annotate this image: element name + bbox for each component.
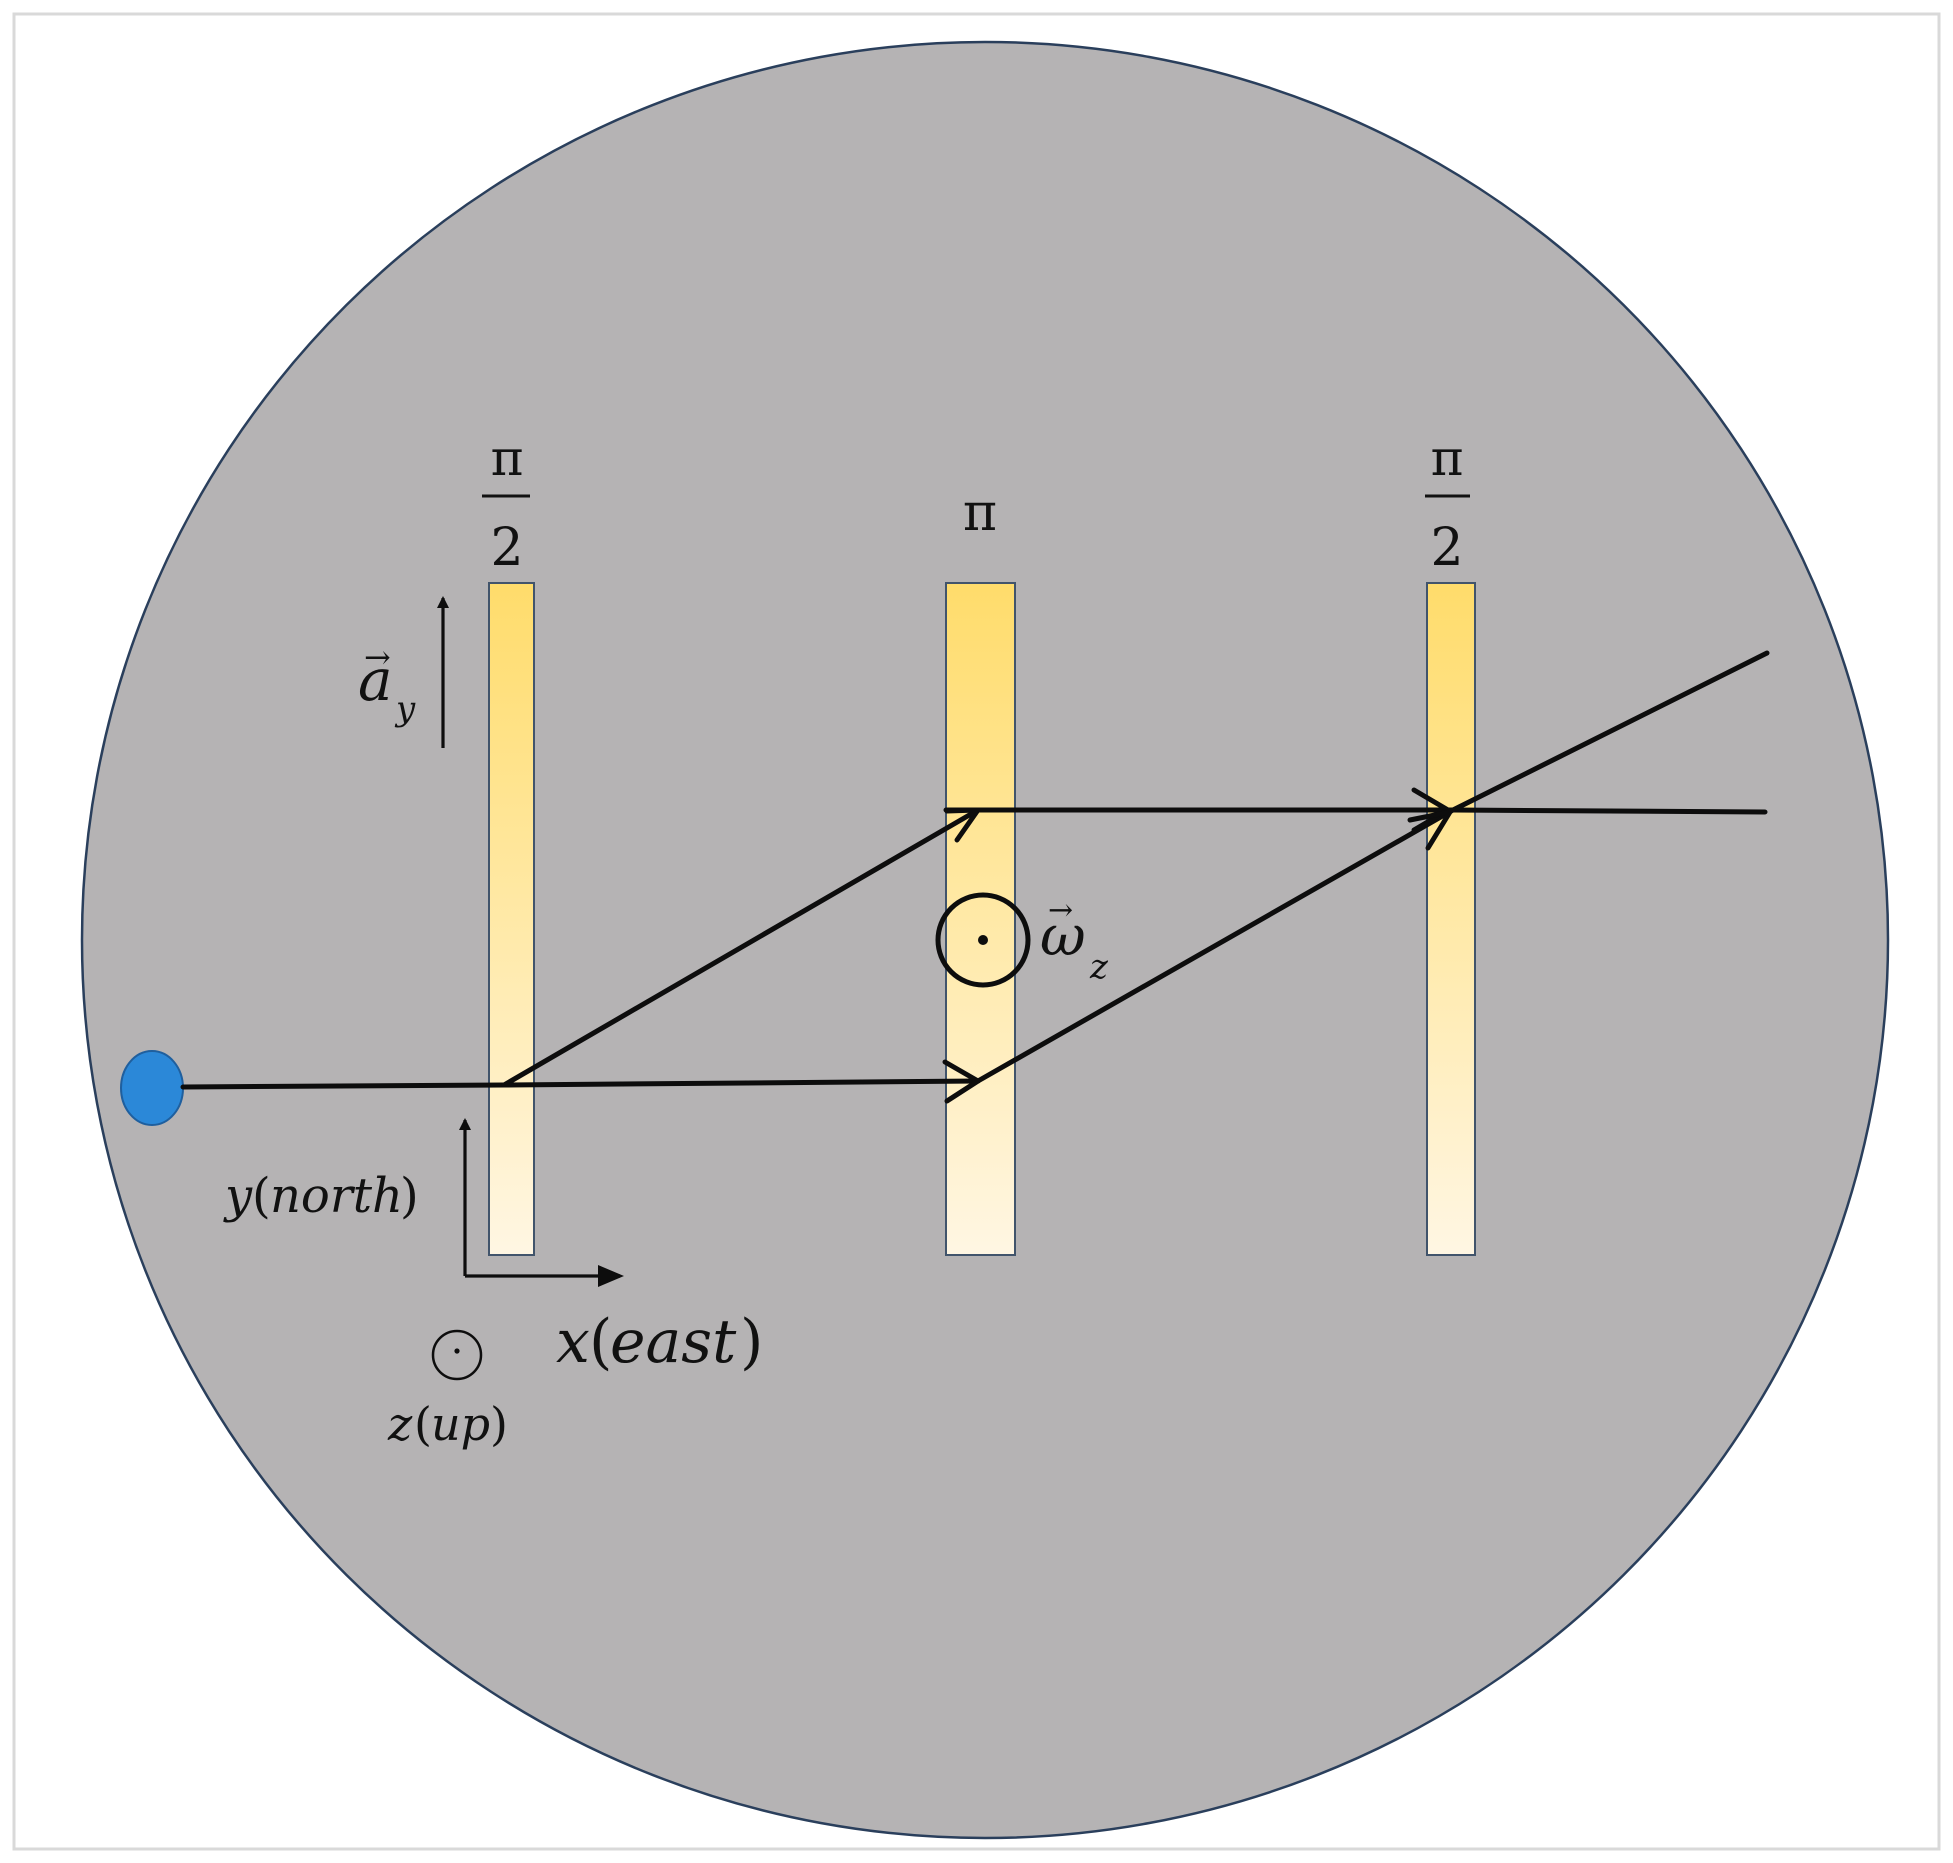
x-axis-close-paren: ) — [740, 1307, 763, 1377]
atom-paths — [180, 650, 1770, 1090]
pulse-3-denominator: 2 — [1430, 518, 1463, 578]
incoming-path — [180, 1082, 507, 1090]
rotation-vector-mark: → — [1048, 893, 1073, 928]
rotation-symbol: ω — [1040, 904, 1086, 969]
pulse-1-denominator: 2 — [490, 518, 523, 578]
pulse-3-bar — [1426, 582, 1476, 1256]
acceleration-vector-mark: → — [364, 638, 391, 676]
pulse-1-bar — [488, 582, 535, 1256]
z-axis-word: up — [431, 1397, 490, 1451]
pulse-3-numerator: π — [1431, 429, 1464, 487]
pulse-2-bar — [945, 582, 1016, 1256]
lower-arm-straight — [501, 1078, 981, 1088]
x-axis-label: x ( east ) — [556, 1307, 763, 1377]
arrowhead-lower-2 — [1407, 809, 1453, 851]
out-of-plane-dot-icon — [978, 935, 988, 945]
rotation-circle — [935, 892, 1031, 988]
acceleration-symbol: a — [358, 646, 393, 714]
y-axis-label: y ( north ) — [223, 1168, 419, 1224]
coordinate-axes: y ( north ) x ( east ) z ( up ) — [223, 1118, 763, 1451]
output-port-horizontal — [1450, 807, 1768, 815]
atom-source-icon — [120, 1050, 184, 1126]
rotation-vector: ω → z — [935, 892, 1109, 988]
arrowhead-lower-1 — [942, 1059, 981, 1104]
output-port-deflected — [1450, 650, 1770, 813]
pulse-2-label: π — [963, 483, 997, 543]
upper-arm-deflect — [501, 807, 981, 1088]
pulse-1-numerator: π — [491, 429, 524, 487]
lower-arm-deflect — [975, 807, 1456, 1084]
y-axis-word: north — [270, 1168, 403, 1224]
y-axis-open-paren: ( — [252, 1168, 271, 1224]
z-axis-open-paren: ( — [414, 1397, 432, 1451]
z-axis-dot-icon — [454, 1348, 460, 1354]
pulse-3-label: π 2 — [1425, 429, 1470, 578]
x-axis-word: east — [610, 1307, 737, 1377]
path-arrowheads — [942, 787, 1453, 1104]
rotation-subscript: z — [1089, 947, 1109, 987]
z-axis-label: z ( up ) — [387, 1397, 508, 1451]
acceleration-subscript: y — [394, 689, 416, 729]
arrowhead-upper-1 — [944, 807, 981, 843]
z-axis-circle — [431, 1329, 483, 1381]
x-axis-symbol: x — [556, 1307, 590, 1377]
y-axis-close-paren: ) — [400, 1168, 419, 1224]
x-axis-open-paren: ( — [589, 1307, 612, 1377]
pulse-1-label: π 2 — [482, 429, 530, 578]
acceleration-vector: a → y — [358, 596, 449, 748]
z-axis-close-paren: ) — [490, 1397, 508, 1451]
z-axis-symbol: z — [387, 1397, 413, 1451]
y-axis-symbol: y — [223, 1168, 253, 1224]
